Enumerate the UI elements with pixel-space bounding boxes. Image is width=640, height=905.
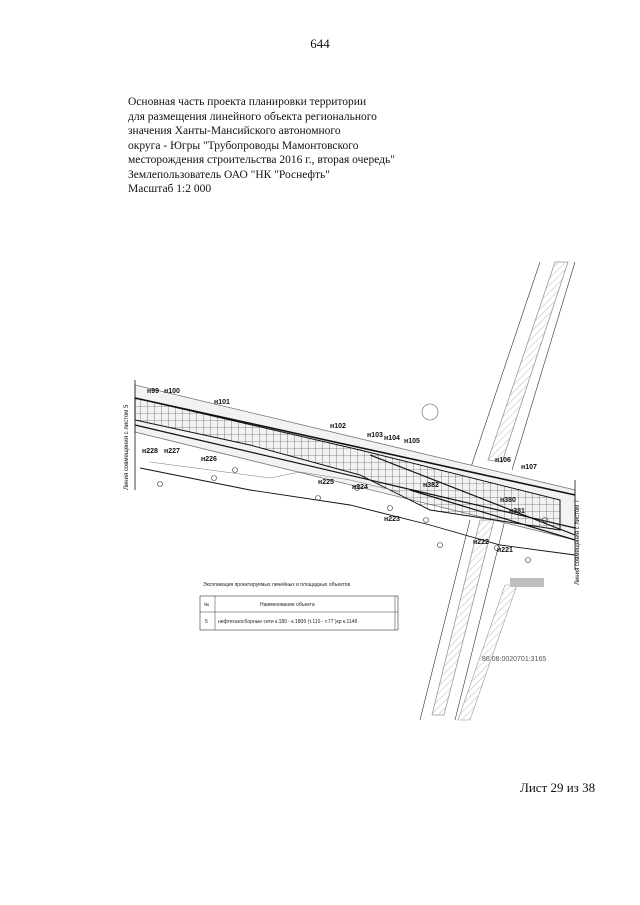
- right-match-line-label: Линия совмещения с листом 7: [575, 499, 581, 585]
- terrain-contour: [149, 461, 401, 493]
- title-line: Основная часть проекта планировки террит…: [128, 96, 367, 108]
- tree-symbol: [232, 467, 238, 473]
- road-corridor-north: [487, 261, 569, 463]
- cadastral-number-label: 86:08:0020701:3165: [482, 656, 546, 663]
- tree-symbol: [525, 557, 531, 563]
- point-label: н223: [384, 516, 400, 523]
- tree-symbol: [157, 481, 163, 487]
- tree-symbol: [437, 542, 443, 548]
- point-label: н224: [352, 484, 368, 491]
- point-label: н107: [521, 464, 537, 471]
- point-label: н104: [384, 435, 400, 442]
- road-corridor-south: [431, 519, 495, 716]
- point-label: н380: [500, 497, 516, 504]
- point-label: н382: [423, 482, 439, 489]
- legend-header-name: Наименование объекта: [260, 602, 315, 608]
- title-line: округа - Югры "Трубопроводы Мамонтовског…: [128, 139, 359, 152]
- point-label: н227: [164, 448, 180, 455]
- point-label: н225: [318, 479, 334, 486]
- point-label: н228: [142, 448, 158, 455]
- lower-boundary: [139, 467, 576, 556]
- pipeline: [409, 489, 576, 541]
- page-number: 644: [310, 36, 330, 51]
- land-user-line: Землепользователь ОАО "НК "Роснефть": [128, 168, 330, 181]
- title-block: Основная часть проекта планировки террит…: [128, 95, 428, 197]
- point-label: н381: [509, 508, 525, 515]
- tree-symbol: [423, 517, 429, 523]
- legend-title: Экспликация проектируемых линейных и пло…: [203, 581, 350, 588]
- cadastral-number-box: [510, 578, 544, 587]
- road-edge: [419, 519, 471, 721]
- point-label: н100: [164, 388, 180, 395]
- road-edge: [454, 519, 506, 721]
- tree-symbol: [494, 545, 500, 551]
- well-symbol: [421, 403, 439, 421]
- point-label: н221: [497, 547, 513, 554]
- road-edge: [511, 261, 576, 471]
- title-line: значения Ханты-Мансийского автономного: [128, 125, 341, 137]
- tree-symbol: [542, 517, 548, 523]
- title-line: для размещения линейного объекта региона…: [128, 110, 377, 123]
- legend-row-no: 5: [205, 619, 208, 625]
- legend-row-name: нефтегазосборные сети к.180 - к.180б (т.…: [218, 619, 357, 625]
- tree-symbol: [211, 475, 217, 481]
- pipeline: [134, 397, 576, 496]
- legend-header-no: №: [204, 602, 209, 608]
- scale-line: Масштаб 1:2 000: [128, 183, 212, 195]
- point-label: н105: [404, 438, 420, 445]
- title-line: месторождения строительства 2016 г., вто…: [128, 154, 395, 166]
- point-label: н102: [330, 423, 346, 430]
- tree-symbol: [315, 495, 321, 501]
- left-match-line-label: Линия совмещения с листом 5: [124, 404, 130, 490]
- road-edge: [469, 261, 541, 471]
- sheet-footer: Лист 29 из 38: [520, 780, 596, 795]
- tree-symbol: [354, 485, 360, 491]
- point-label: н222: [473, 539, 489, 546]
- pipeline: [369, 454, 576, 536]
- land-allotment-grid: [134, 397, 561, 531]
- pipeline: [134, 424, 576, 529]
- tree-symbol: [387, 505, 393, 511]
- legend-table: № Наименование объекта 5 нефтегазосборны…: [199, 595, 399, 631]
- point-label: н226: [201, 456, 217, 463]
- point-label: н106: [495, 457, 511, 464]
- point-label: н103: [367, 432, 383, 439]
- point-label: н99: [147, 388, 159, 395]
- point-label: н101: [214, 399, 230, 406]
